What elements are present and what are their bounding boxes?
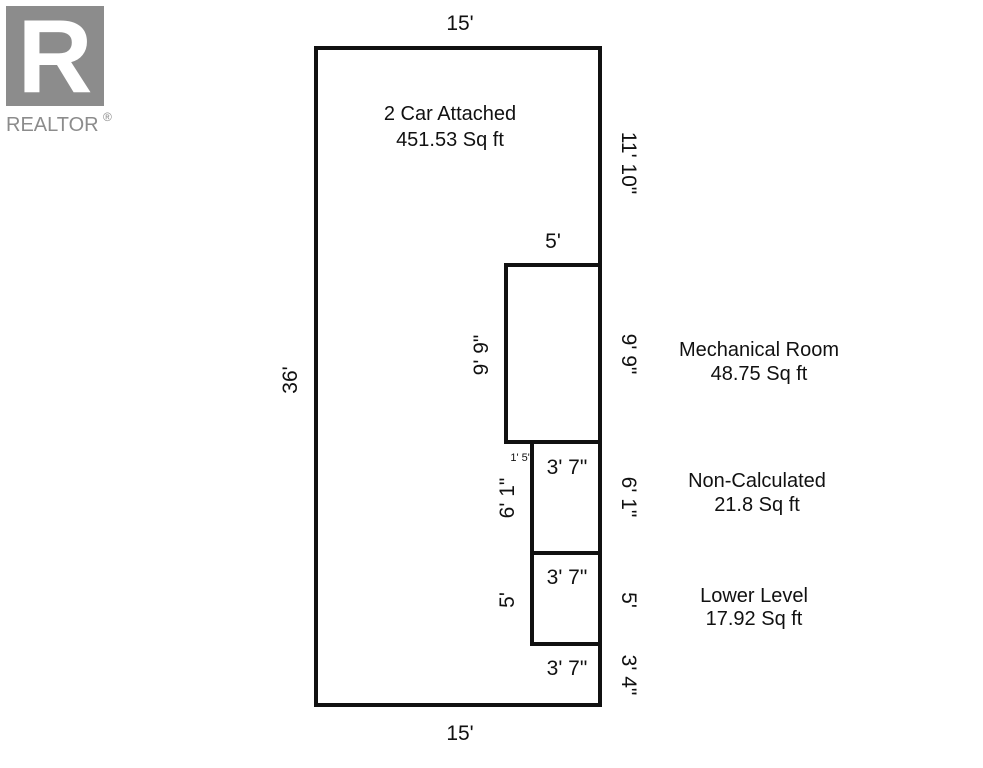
realtor-logo-mark bbox=[6, 6, 104, 106]
garage-area: 451.53 Sq ft bbox=[396, 129, 504, 151]
dim-noncalc-left: 6' 1" bbox=[496, 478, 519, 519]
walls bbox=[314, 46, 602, 707]
dim-lower-right: 5' bbox=[617, 592, 640, 608]
mechanical-room-name: Mechanical Room bbox=[679, 339, 839, 361]
dim-noncalc-right: 6' 1" bbox=[617, 477, 640, 518]
lower-level-name: Lower Level bbox=[700, 585, 808, 607]
dim-mechanical-left: 9' 9" bbox=[470, 335, 493, 376]
dim-lower-left: 5' bbox=[496, 592, 519, 608]
garage-name: 2 Car Attached bbox=[384, 103, 516, 125]
dim-mechanical-right: 9' 9" bbox=[617, 334, 640, 375]
dim-noncalc-top: 3' 7" bbox=[547, 456, 588, 479]
realtor-logo: R REALTOR ® bbox=[6, 0, 112, 136]
realtor-logo-text: REALTOR bbox=[6, 114, 99, 136]
non-calculated-name: Non-Calculated bbox=[688, 470, 826, 492]
dim-right-bottom: 3' 4" bbox=[617, 655, 640, 696]
garage-outline bbox=[314, 46, 602, 707]
dim-notch: 1' 5" bbox=[510, 452, 531, 464]
dim-lower-top: 3' 7" bbox=[547, 566, 588, 589]
dim-left-height: 36' bbox=[279, 366, 302, 393]
dim-bottom-width: 15' bbox=[446, 722, 473, 745]
realtor-registered-mark: ® bbox=[103, 110, 112, 124]
mechanical-room-outline bbox=[504, 263, 602, 444]
lower-level-area: 17.92 Sq ft bbox=[706, 608, 803, 630]
non-calculated-area: 21.8 Sq ft bbox=[714, 494, 800, 516]
dim-right-upper: 11' 10" bbox=[617, 132, 640, 194]
dim-top-width: 15' bbox=[446, 12, 473, 35]
dim-bottom-inner: 3' 7" bbox=[547, 657, 588, 680]
dim-mechanical-top: 5' bbox=[545, 230, 561, 253]
mechanical-room-area: 48.75 Sq ft bbox=[711, 363, 808, 385]
realtor-logo-letter: R bbox=[17, 0, 92, 115]
